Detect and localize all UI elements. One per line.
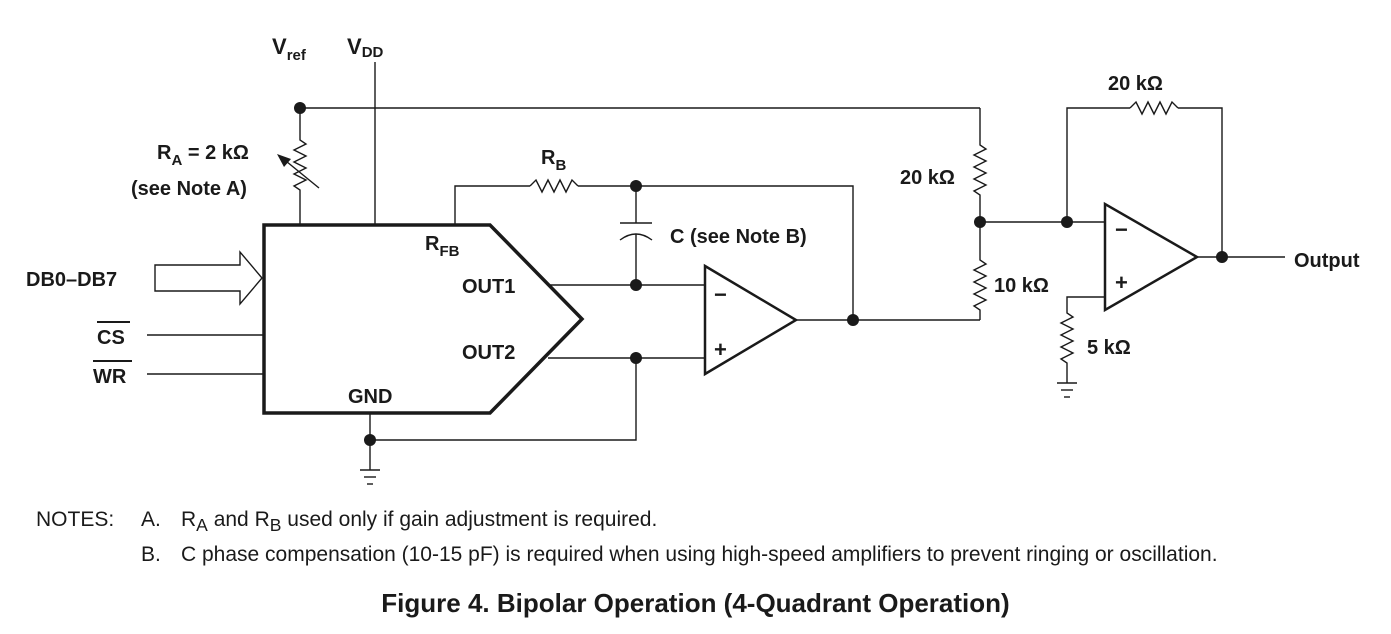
note-a-text: RA and RB used only if gain adjustment i… [181, 508, 658, 536]
junction-dot [294, 102, 306, 114]
opamp-1 [703, 263, 799, 377]
junction-dot [364, 434, 376, 446]
junction-dot [847, 314, 859, 326]
gnd-label: GND [348, 386, 392, 408]
resistor-20k-top-label: 20 kΩ [900, 167, 955, 189]
resistor-20k-top [972, 140, 988, 222]
opamp-2 [1103, 201, 1200, 313]
output-label: Output [1294, 250, 1360, 272]
cs-label: CS [97, 327, 125, 349]
notes-heading: NOTES: [36, 508, 115, 531]
opamp2-plus-sign: + [1115, 270, 1128, 295]
data-bus-label: DB0–DB7 [26, 269, 117, 291]
junction-dot [1216, 251, 1228, 263]
out2-ground-wire [370, 358, 637, 441]
note-b: B. C phase compensation (10-15 pF) is re… [36, 540, 1218, 569]
junction-dot [974, 216, 986, 228]
wire [1178, 107, 1223, 257]
opamp1-plus-sign: + [714, 337, 727, 362]
resistor-5k [1059, 310, 1075, 383]
capacitor-label: C (see Note B) [670, 226, 807, 248]
notes-block: NOTES: A. RA and RB used only if gain ad… [36, 505, 1218, 569]
rb-resistor [529, 178, 579, 194]
rb-label: RB [541, 147, 566, 174]
resistor-10k [972, 222, 988, 320]
note-b-letter: B. [141, 543, 161, 567]
rfb-label: RFB [425, 233, 460, 260]
ra-label: RA = 2 kΩ [157, 142, 249, 169]
junction-dot [630, 180, 642, 192]
resistor-20k-feedback [1129, 100, 1179, 116]
ra-resistor [292, 130, 308, 225]
wr-label: WR [93, 366, 127, 388]
note-b-text: C phase compensation (10-15 pF) is requi… [181, 543, 1218, 567]
junction-dot [1061, 216, 1073, 228]
note-a-letter: A. [141, 508, 161, 531]
ra-note-label: (see Note A) [131, 178, 247, 200]
feedback-20k-wire [1066, 107, 1130, 222]
data-bus-arrow [154, 250, 263, 306]
junction-dot [630, 279, 642, 291]
figure-caption: Figure 4. Bipolar Operation (4-Quadrant … [381, 588, 1010, 618]
feedback-wire [636, 185, 854, 320]
wire [1066, 296, 1105, 310]
resistor-20k-feedback-label: 20 kΩ [1108, 73, 1163, 95]
opamp2-minus-sign: − [1115, 217, 1128, 242]
opamp1-minus-sign: − [714, 282, 727, 307]
note-a: NOTES: A. RA and RB used only if gain ad… [36, 505, 1218, 540]
rfb-wire [454, 185, 530, 225]
resistor-10k-label: 10 kΩ [994, 275, 1049, 297]
out2-label: OUT2 [462, 342, 515, 364]
junction-dot [630, 352, 642, 364]
ra-wiper-arrowhead [277, 154, 291, 167]
resistor-5k-label: 5 kΩ [1087, 337, 1131, 359]
out1-label: OUT1 [462, 276, 515, 298]
dac-block [262, 223, 585, 415]
vdd-label: VDD [347, 34, 384, 61]
vref-label: Vref [272, 34, 307, 64]
